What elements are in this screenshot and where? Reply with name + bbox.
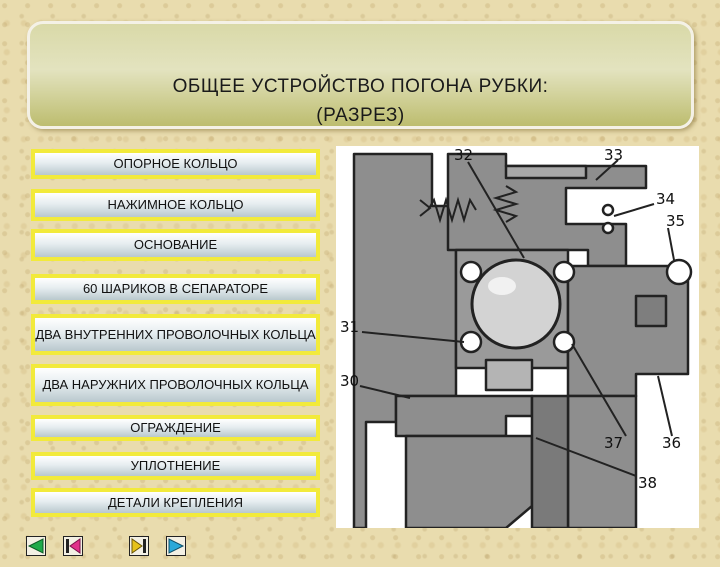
nav-end-button[interactable] (129, 536, 149, 556)
cross-section-diagram: 32 33 34 35 31 30 37 36 38 (336, 146, 699, 530)
nav-first-icon (27, 538, 44, 554)
menu-button-opornoe-koltso[interactable]: ОПОРНОЕ КОЛЬЦО (31, 149, 320, 179)
nav-next-icon (168, 538, 185, 554)
callout-34: 34 (656, 190, 675, 208)
menu-button-detali-krepleniya[interactable]: ДЕТАЛИ КРЕПЛЕНИЯ (31, 488, 320, 517)
menu-button-label: ОСНОВАНИЕ (133, 237, 218, 252)
menu-button-label: ДВА ВНУТРЕННИХ ПРОВОЛОЧНЫХ КОЛЬЦА (35, 326, 316, 342)
menu-button-ograzhdenie[interactable]: ОГРАЖДЕНИЕ (31, 415, 320, 441)
title-line-1: ОБЩЕЕ УСТРОЙСТВО ПОГОНА РУБКИ: (172, 76, 549, 97)
menu-button-label: УПЛОТНЕНИЕ (130, 458, 221, 473)
menu-button-osnovanie[interactable]: ОСНОВАНИЕ (31, 229, 320, 261)
callout-33: 33 (604, 146, 623, 164)
nav-last-icon (66, 538, 81, 554)
menu-button-shariki[interactable]: 60 ШАРИКОВ В СЕПАРАТОРЕ (31, 274, 320, 304)
callout-30: 30 (340, 372, 359, 390)
diagram-drawing: 32 33 34 35 31 30 37 36 38 (340, 146, 693, 530)
menu-button-label: ДЕТАЛИ КРЕПЛЕНИЯ (107, 494, 243, 510)
nav-last-button[interactable] (63, 536, 83, 556)
nav-first-button[interactable] (26, 536, 46, 556)
callout-36: 36 (662, 434, 681, 452)
nav-end-icon (131, 538, 146, 554)
menu-button-label: ОПОРНОЕ КОЛЬЦО (113, 156, 238, 171)
callout-31: 31 (340, 318, 359, 336)
callout-35: 35 (666, 212, 685, 230)
menu-button-vnutrennie-koltsa[interactable]: ДВА ВНУТРЕННИХ ПРОВОЛОЧНЫХ КОЛЬЦА (31, 314, 320, 355)
menu-button-label: ОГРАЖДЕНИЕ (130, 420, 221, 435)
nav-next-button[interactable] (166, 536, 186, 556)
title-panel: ОБЩЕЕ УСТРОЙСТВО ПОГОНА РУБКИ: (РАЗРЕЗ) (27, 21, 694, 129)
callout-37: 37 (604, 434, 623, 452)
menu-button-label: ДВА НАРУЖНИХ ПРОВОЛОЧНЫХ КОЛЬЦА (42, 377, 309, 392)
page-title: ОБЩЕЕ УСТРОЙСТВО ПОГОНА РУБКИ: (РАЗРЕЗ) (30, 72, 691, 130)
menu-button-label: 60 ШАРИКОВ В СЕПАРАТОРЕ (82, 281, 269, 296)
menu-button-uplotnenie[interactable]: УПЛОТНЕНИЕ (31, 452, 320, 480)
title-line-2: (РАЗРЕЗ) (316, 105, 405, 126)
callout-38: 38 (638, 474, 657, 492)
menu-button-nazhimnoe-koltso[interactable]: НАЖИМНОЕ КОЛЬЦО (31, 189, 320, 221)
menu-button-label: НАЖИМНОЕ КОЛЬЦО (107, 197, 244, 212)
menu-button-naruzhnie-koltsa[interactable]: ДВА НАРУЖНИХ ПРОВОЛОЧНЫХ КОЛЬЦА (31, 364, 320, 406)
callout-32: 32 (454, 146, 473, 164)
